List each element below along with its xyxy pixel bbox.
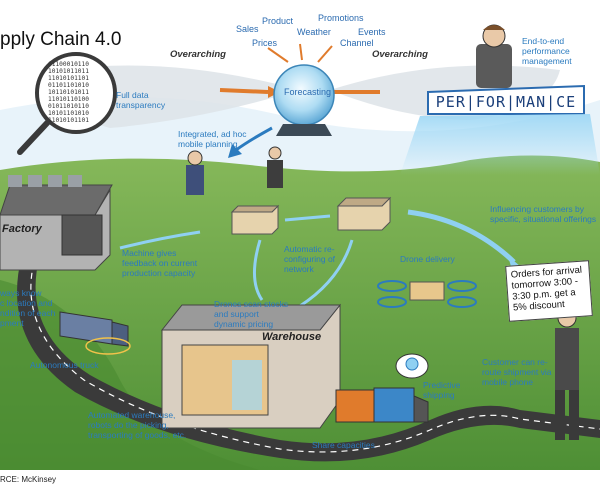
offer-note: Orders for arrival tomorrow 3:00 - 3:30 … bbox=[505, 260, 593, 322]
drone-icon bbox=[377, 280, 477, 308]
input-promotions: Promotions bbox=[318, 13, 364, 23]
performance-sign-text: PER|FOR|MAN|CE bbox=[435, 93, 577, 111]
forecasting-label: Forecasting bbox=[284, 87, 332, 97]
binary-row: 10110101011 bbox=[48, 89, 89, 96]
binary-row: 10101101010 bbox=[48, 110, 89, 117]
binary-row: 11010101101 bbox=[48, 75, 89, 82]
binary-row: 01100010110 bbox=[48, 61, 89, 68]
label-share-capacities: Share capacities bbox=[312, 440, 375, 450]
binary-row: 11010101101 bbox=[48, 117, 89, 124]
planner-figures bbox=[186, 146, 283, 195]
left-data-stream bbox=[62, 65, 300, 128]
factory-building bbox=[0, 175, 113, 271]
forecasting-crystal-ball bbox=[273, 64, 335, 136]
magnifier-icon bbox=[17, 52, 117, 155]
manager-figure bbox=[476, 24, 512, 88]
network-arrows bbox=[119, 214, 354, 308]
overarching-right: Overarching bbox=[372, 49, 428, 60]
binary-data-text: 0110001011010101011011110101011010110110… bbox=[48, 61, 89, 124]
overarching-left: Overarching bbox=[170, 49, 226, 60]
input-weather: Weather bbox=[297, 27, 331, 37]
autonomous-truck bbox=[59, 311, 129, 347]
input-events: Events bbox=[358, 27, 386, 37]
influence-arrow bbox=[407, 209, 516, 264]
light-beam bbox=[400, 114, 600, 175]
label-automated-warehouse: Automated warehouse,robots do the pickin… bbox=[88, 410, 187, 440]
binary-row: 10101011011 bbox=[48, 68, 89, 75]
label-drone-delivery: Drone delivery bbox=[400, 254, 455, 264]
page-title: pply Chain 4.0 bbox=[0, 29, 122, 50]
delivery-van bbox=[335, 387, 429, 423]
performance-sign bbox=[427, 84, 585, 115]
binary-row: 01101101010 bbox=[48, 82, 89, 89]
binary-row: 01011010110 bbox=[48, 103, 89, 110]
input-prices: Prices bbox=[252, 38, 278, 48]
input-channel: Channel bbox=[340, 38, 374, 48]
warehouse-label: Warehouse bbox=[262, 331, 322, 343]
predictive-shipping-bubble bbox=[395, 353, 429, 379]
input-arrows bbox=[267, 43, 333, 63]
binary-row: 11010110100 bbox=[48, 96, 89, 103]
label-autonomous-truck: Autonomous truck bbox=[30, 360, 99, 370]
input-product: Product bbox=[262, 16, 294, 26]
warehouse-building bbox=[160, 303, 342, 429]
factory-label: Factory bbox=[2, 223, 42, 235]
left-arrow bbox=[219, 88, 269, 94]
input-sales: Sales bbox=[236, 24, 259, 34]
source-credit: RCE: McKinsey bbox=[0, 475, 57, 484]
network-buildings bbox=[230, 196, 392, 235]
